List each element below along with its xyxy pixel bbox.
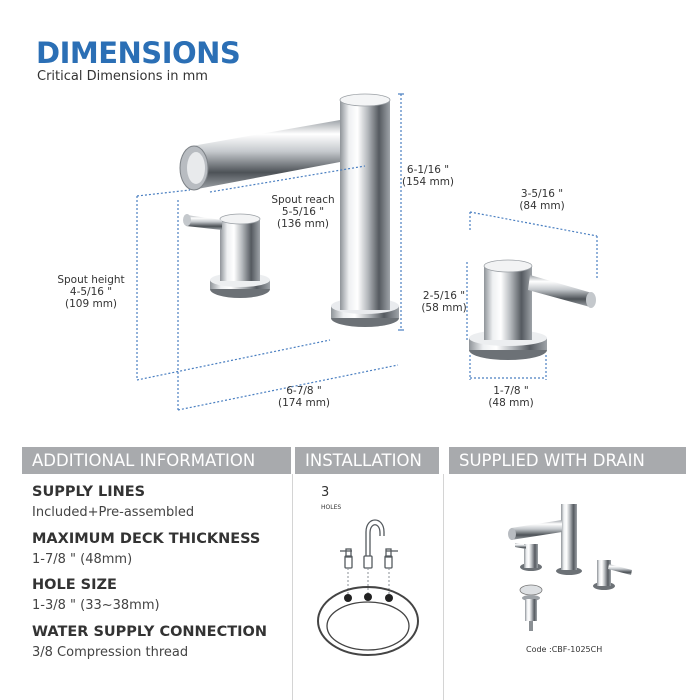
mini-left-handle (515, 543, 542, 571)
overall-width-inch: 6-7/8 " (286, 385, 322, 397)
page-title: DIMENSIONS (36, 36, 241, 70)
handle-height-inch: 2-5/16 " (423, 290, 465, 302)
installation-banner: INSTALLATION (295, 447, 439, 474)
right-handle-illustration (469, 259, 596, 360)
total-height-inch: 6-1/16 " (407, 164, 449, 176)
left-handle-illustration (183, 213, 270, 298)
installation-diagram: 3 HOLES (317, 485, 419, 656)
info-item: WATER SUPPLY CONNECTION 3/8 Compression … (32, 622, 290, 669)
additional-info-banner: ADDITIONAL INFORMATION (22, 447, 291, 474)
faucet-dimension-diagram: 6-1/16 " (154 mm) Spout reach 5-5/16 " (… (57, 93, 598, 411)
handle-height-mm: (58 mm) (421, 302, 466, 314)
spout-reach-label: Spout reach (271, 194, 334, 206)
spout-reach-mm: (136 mm) (277, 218, 329, 230)
handle-base-mm: (48 mm) (488, 397, 533, 409)
holes-count: 3 (321, 485, 329, 500)
info-item: SUPPLY LINES Included+Pre-assembled (32, 482, 290, 529)
dimension-lines (136, 93, 598, 411)
product-code: Code :CBF-1025CH (526, 645, 602, 654)
overall-width-mm: (174 mm) (278, 397, 330, 409)
total-height-mm: (154 mm) (402, 176, 454, 188)
info-item-value: 3/8 Compression thread (32, 644, 189, 660)
page-subtitle: Critical Dimensions in mm (37, 69, 208, 84)
hole-guides (347, 568, 390, 594)
section-divider (443, 474, 444, 700)
faucet-line-drawing (340, 519, 398, 569)
handle-length-inch: 3-5/16 " (521, 188, 563, 200)
additional-info-list: SUPPLY LINES Included+Pre-assembled MAXI… (32, 482, 290, 668)
holes-label: HOLES (321, 504, 341, 511)
spout-height-inch: 4-5/16 " (70, 286, 112, 298)
mini-spout-faucet (508, 504, 582, 575)
sink-basin-drawing (317, 586, 419, 656)
spout-height-mm: (109 mm) (65, 298, 117, 310)
info-item-value: 1-7/8 " (48mm) (32, 551, 133, 567)
mini-right-handle (593, 560, 632, 590)
drain-illustration (519, 584, 543, 631)
info-item-label: MAXIMUM DECK THICKNESS (32, 530, 261, 547)
handle-length-mm: (84 mm) (519, 200, 564, 212)
section-divider (292, 474, 293, 700)
info-item-value: 1-3/8 " (33~38mm) (32, 598, 160, 613)
supplied-with-drain-banner: SUPPLIED WITH DRAIN (449, 447, 686, 474)
supplied-product-illustration: Code :CBF-1025CH (508, 504, 632, 654)
spout-faucet-illustration (179, 93, 399, 327)
info-item: HOLE SIZE 1-3/8 " (33~38mm) (32, 575, 290, 622)
spout-height-label: Spout height (57, 274, 124, 286)
info-item-label: SUPPLY LINES (32, 484, 146, 500)
spout-reach-inch: 5-5/16 " (282, 206, 324, 218)
info-item-label: WATER SUPPLY CONNECTION (32, 623, 267, 640)
info-item-value: Included+Pre-assembled (32, 505, 195, 520)
info-item-label: HOLE SIZE (32, 577, 117, 593)
info-item: MAXIMUM DECK THICKNESS 1-7/8 " (48mm) (32, 529, 290, 576)
handle-base-inch: 1-7/8 " (493, 385, 529, 397)
